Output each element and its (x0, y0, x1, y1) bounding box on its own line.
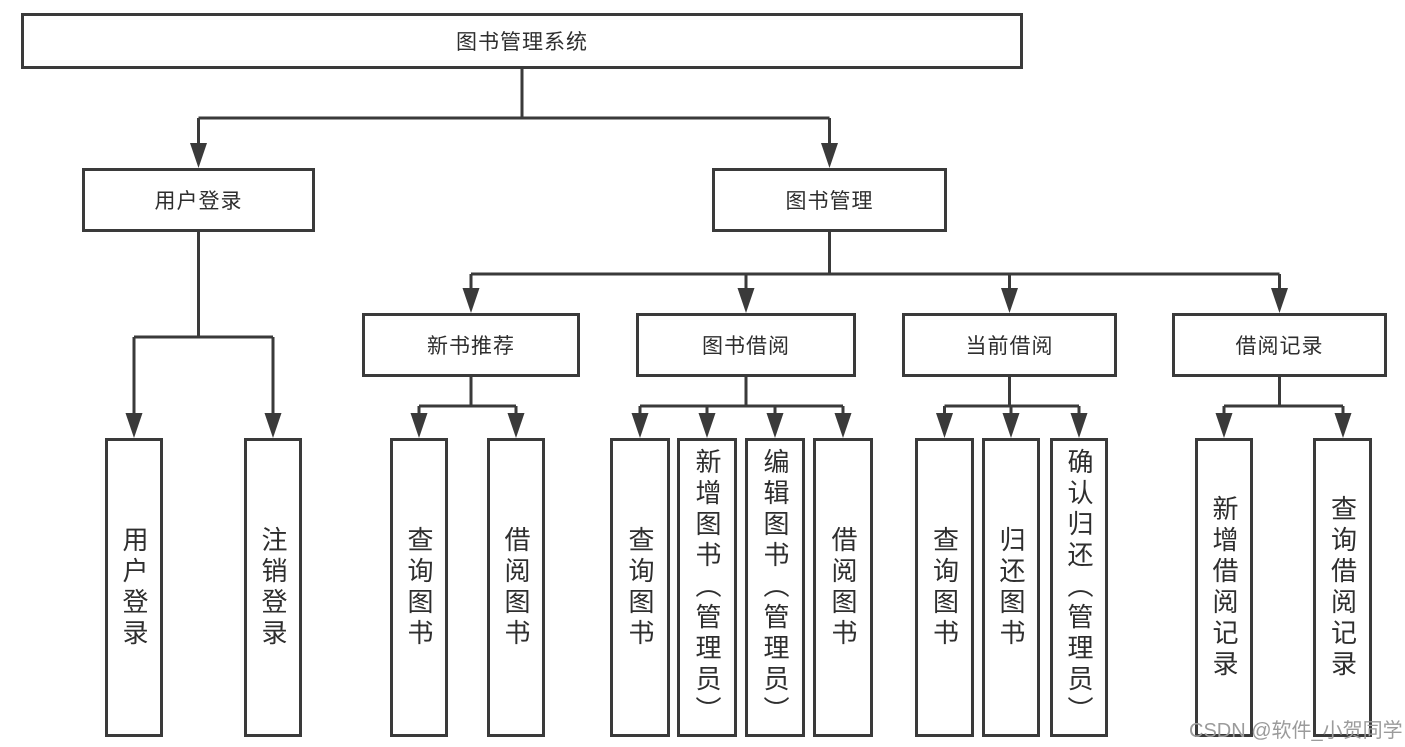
leaf-user-login: 用户登录 (105, 438, 163, 737)
leaf-borrow-books-borrow-label: 借阅图书 (828, 525, 858, 650)
node-borrowing-records-label: 借阅记录 (1235, 335, 1324, 358)
node-current-borrowing-label: 当前借阅 (965, 335, 1054, 358)
node-book-borrowing: 图书借阅 (636, 313, 856, 377)
leaf-query-books-borrow: 查询图书 (610, 438, 670, 737)
leaf-add-borrow-record: 新增借阅记录 (1195, 438, 1253, 737)
leaf-borrow-books-borrow: 借阅图书 (813, 438, 873, 737)
node-user-login-label: 用户登录 (154, 190, 243, 213)
leaf-borrow-books-recommend: 借阅图书 (487, 438, 545, 737)
node-current-borrowing: 当前借阅 (902, 313, 1117, 377)
leaf-return-books-label: 归还图书 (996, 525, 1026, 650)
node-new-book-recommendation: 新书推荐 (362, 313, 580, 377)
node-borrowing-records: 借阅记录 (1172, 313, 1387, 377)
leaf-edit-books-admin: 编辑图书（管理员） (745, 438, 805, 737)
watermark: CSDN @软件_小贺同学 (1189, 720, 1403, 742)
leaf-borrow-books-recommend-label: 借阅图书 (501, 525, 531, 650)
leaf-query-books-current-label: 查询图书 (929, 525, 960, 650)
node-book-management: 图书管理 (712, 168, 947, 232)
leaf-user-login-label: 用户登录 (119, 525, 149, 650)
leaf-add-books-admin: 新增图书（管理员） (677, 438, 737, 737)
leaf-query-books-current: 查询图书 (915, 438, 974, 737)
node-new-book-recommendation-label: 新书推荐 (427, 335, 515, 358)
node-library-system: 图书管理系统 (21, 13, 1023, 69)
leaf-add-books-admin-label: 新增图书（管理员） (692, 448, 722, 727)
leaf-confirm-return-admin: 确认归还（管理员） (1050, 438, 1108, 737)
leaf-query-books-borrow-label: 查询图书 (625, 525, 655, 650)
node-book-management-label: 图书管理 (785, 190, 874, 213)
leaf-query-books-recommend-label: 查询图书 (404, 525, 434, 650)
leaf-return-books: 归还图书 (982, 438, 1040, 737)
leaf-logout-login-label: 注销登录 (258, 525, 288, 650)
leaf-add-borrow-record-label: 新增借阅记录 (1209, 494, 1239, 681)
leaf-query-borrow-record-label: 查询借阅记录 (1327, 494, 1358, 681)
leaf-query-books-recommend: 查询图书 (390, 438, 448, 737)
leaf-edit-books-admin-label: 编辑图书（管理员） (760, 448, 790, 727)
node-library-system-label: 图书管理系统 (456, 31, 588, 54)
node-book-borrowing-label: 图书借阅 (702, 335, 790, 358)
leaf-query-borrow-record: 查询借阅记录 (1313, 438, 1372, 737)
node-user-login: 用户登录 (82, 168, 315, 232)
leaf-logout-login: 注销登录 (244, 438, 302, 737)
leaf-confirm-return-admin-label: 确认归还（管理员） (1064, 448, 1094, 727)
